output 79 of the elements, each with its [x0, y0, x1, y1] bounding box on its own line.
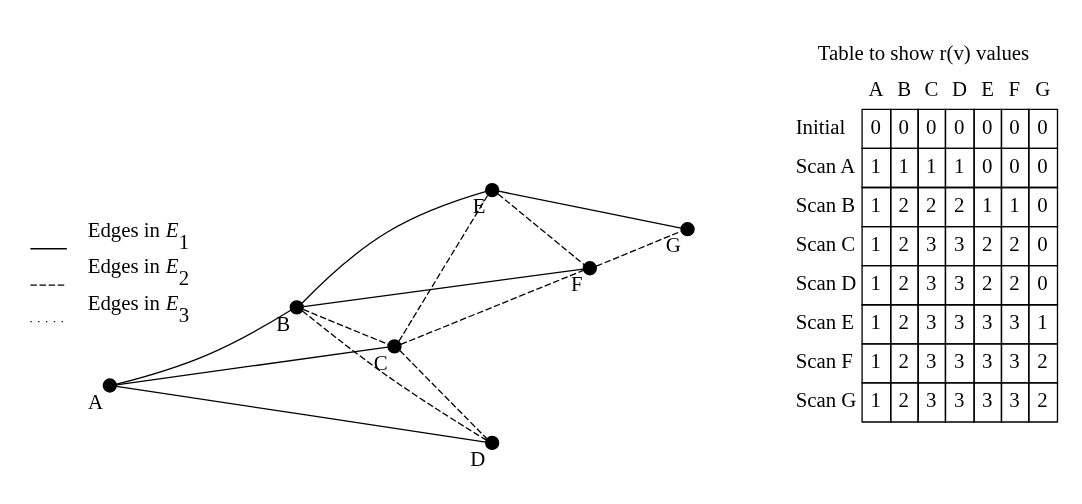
label: 3 [925, 271, 937, 296]
label: 2 [981, 232, 993, 257]
label: A [868, 77, 884, 102]
label: 1 [870, 193, 881, 218]
label: F [1008, 77, 1021, 102]
label: 1 [1009, 193, 1020, 218]
label: 1 [870, 153, 881, 178]
label: 2 [898, 232, 909, 257]
label: 3 [925, 232, 937, 257]
label: 3 [1009, 310, 1020, 335]
label: 1 [870, 310, 881, 335]
label: Initial [795, 114, 846, 139]
label: 1 [870, 232, 881, 257]
node-label: F [571, 272, 583, 297]
label: Scan B [795, 193, 856, 218]
node-label: D [470, 447, 486, 472]
label: 0 [1037, 193, 1048, 218]
label: 3 [925, 310, 937, 335]
label: 0 [981, 114, 993, 139]
label: 1 [870, 349, 881, 374]
label: 3 [1009, 388, 1020, 413]
label: 2 [1037, 349, 1048, 374]
label: 2 [898, 388, 909, 413]
label: 1 [870, 271, 881, 296]
label: Scan C [795, 232, 856, 257]
label: 0 [1009, 114, 1020, 139]
label: 0 [981, 153, 993, 178]
label: C [924, 77, 939, 102]
label: E [981, 77, 995, 102]
label: 2 [1037, 388, 1048, 413]
label: 1 [898, 153, 909, 178]
label: 3 [953, 232, 965, 257]
label: 3 [953, 388, 965, 413]
label: 1 [870, 388, 881, 413]
node-label: A [87, 389, 104, 414]
label: B [897, 77, 912, 102]
label: 1 [953, 153, 965, 178]
label: 1 [981, 193, 993, 218]
label: 2 [981, 271, 993, 296]
label: 0 [1009, 153, 1020, 178]
label: 3 [953, 310, 965, 335]
label: 2 [953, 193, 965, 218]
label: 3 [981, 310, 993, 335]
label: 0 [1037, 114, 1048, 139]
label: 2 [898, 271, 909, 296]
label: Scan F [795, 349, 853, 374]
label: 2 [898, 310, 909, 335]
label: 2 [898, 193, 909, 218]
label: 3 [925, 388, 937, 413]
label: G [1035, 77, 1051, 102]
label: D [951, 77, 968, 102]
node-label: G [665, 233, 681, 258]
label: 3 [1009, 349, 1020, 374]
node-label: E [472, 194, 486, 219]
node-label: B [276, 311, 291, 336]
label: 0 [898, 114, 909, 139]
label: 0 [925, 114, 937, 139]
label: Scan D [795, 271, 857, 296]
label: Scan A [795, 153, 856, 178]
label: 3 [953, 271, 965, 296]
label: 1 [925, 153, 937, 178]
label: Table to show r(v) values [817, 40, 1030, 65]
label: 3 [925, 349, 937, 374]
label: 2 [925, 193, 937, 218]
label: 0 [870, 114, 881, 139]
label: 0 [1037, 271, 1048, 296]
label: 0 [953, 114, 965, 139]
label: 2 [1009, 232, 1020, 257]
label: 2 [1009, 271, 1020, 296]
label: 0 [1037, 153, 1048, 178]
label: Scan G [795, 388, 857, 413]
label: Scan E [795, 310, 855, 335]
label: 2 [898, 349, 909, 374]
label: 3 [981, 349, 993, 374]
label: 3 [953, 349, 965, 374]
node-label: C [373, 350, 388, 375]
label: 0 [1037, 232, 1048, 257]
label: 3 [981, 388, 993, 413]
label: 1 [1037, 310, 1048, 335]
